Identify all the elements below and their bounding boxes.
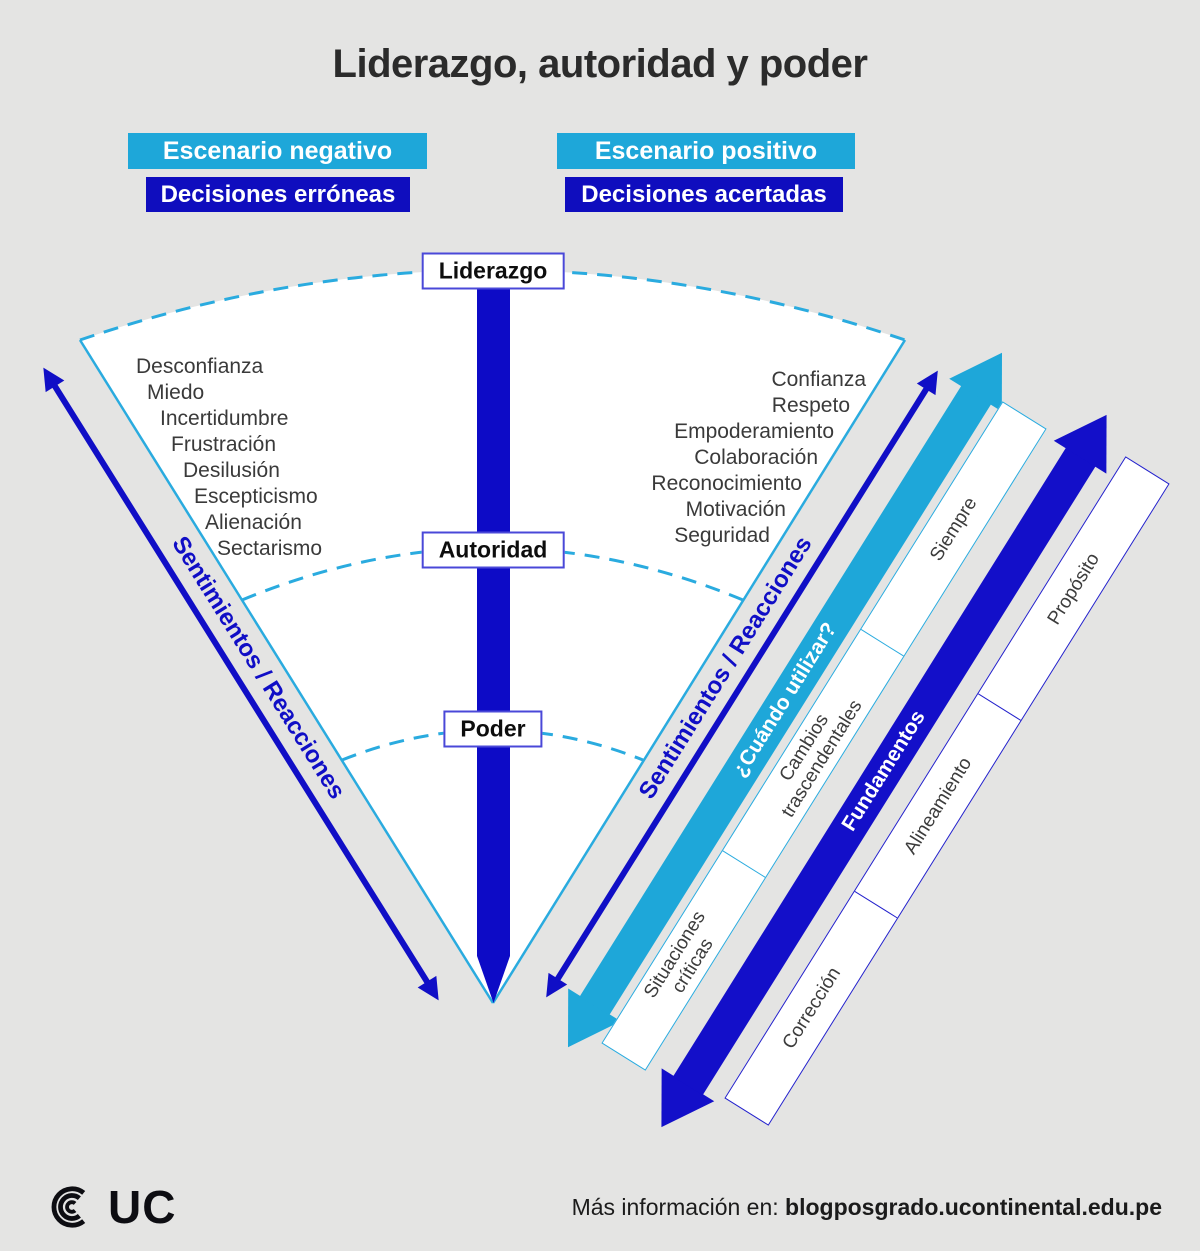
positive-feeling-item: Colaboración: [694, 446, 818, 469]
badge-positive-scenario: Escenario positivo: [557, 133, 855, 169]
negative-feeling-item: Desconfianza: [136, 355, 264, 378]
badge-right-decisions: Decisiones acertadas: [565, 177, 843, 212]
more-info-label: Más información en:: [571, 1194, 779, 1220]
negative-feeling-item: Incertidumbre: [160, 407, 289, 430]
negative-feelings-list: Desconfianza Miedo Incertidumbre Frustra…: [136, 354, 322, 562]
positive-feelings-list: Confianza Respeto Empoderamiento Colabor…: [651, 367, 866, 549]
axis-box-autoridad: Autoridad: [421, 531, 565, 569]
axis-box-liderazgo: Liderazgo: [421, 252, 565, 290]
badge-wrong-decisions: Decisiones erróneas: [146, 177, 410, 212]
badge-negative-scenario: Escenario negativo: [128, 133, 427, 169]
more-info-url: blogposgrado.ucontinental.edu.pe: [785, 1194, 1162, 1220]
negative-feeling-item: Frustración: [171, 433, 277, 456]
positive-feeling-item: Respeto: [771, 394, 850, 417]
wedge-right-edge: [491, 339, 907, 1004]
center-axis-bar: [477, 286, 510, 1003]
negative-feeling-item: Sectarismo: [217, 537, 323, 560]
footer-info: Más información en: blogposgrado.ucontin…: [572, 1194, 1162, 1221]
positive-feeling-item: Seguridad: [674, 524, 770, 547]
positive-feeling-item: Empoderamiento: [674, 420, 834, 443]
positive-feeling-item: Confianza: [771, 368, 866, 391]
negative-feeling-item: Desilusión: [183, 459, 280, 482]
uc-logo-icon: [51, 1186, 86, 1228]
negative-feeling-item: Escepticismo: [194, 485, 318, 508]
wedge-left-edge: [78, 339, 495, 1004]
page-title: Liderazgo, autoridad y poder: [332, 42, 868, 86]
uc-logo: UC: [46, 1180, 176, 1234]
positive-feeling-item: Motivación: [685, 498, 786, 521]
uc-logo-text: UC: [108, 1181, 177, 1233]
positive-feeling-item: Reconocimiento: [651, 472, 802, 495]
negative-feeling-item: Miedo: [147, 381, 205, 404]
axis-box-poder: Poder: [443, 710, 543, 748]
negative-feeling-item: Alienación: [205, 511, 302, 534]
